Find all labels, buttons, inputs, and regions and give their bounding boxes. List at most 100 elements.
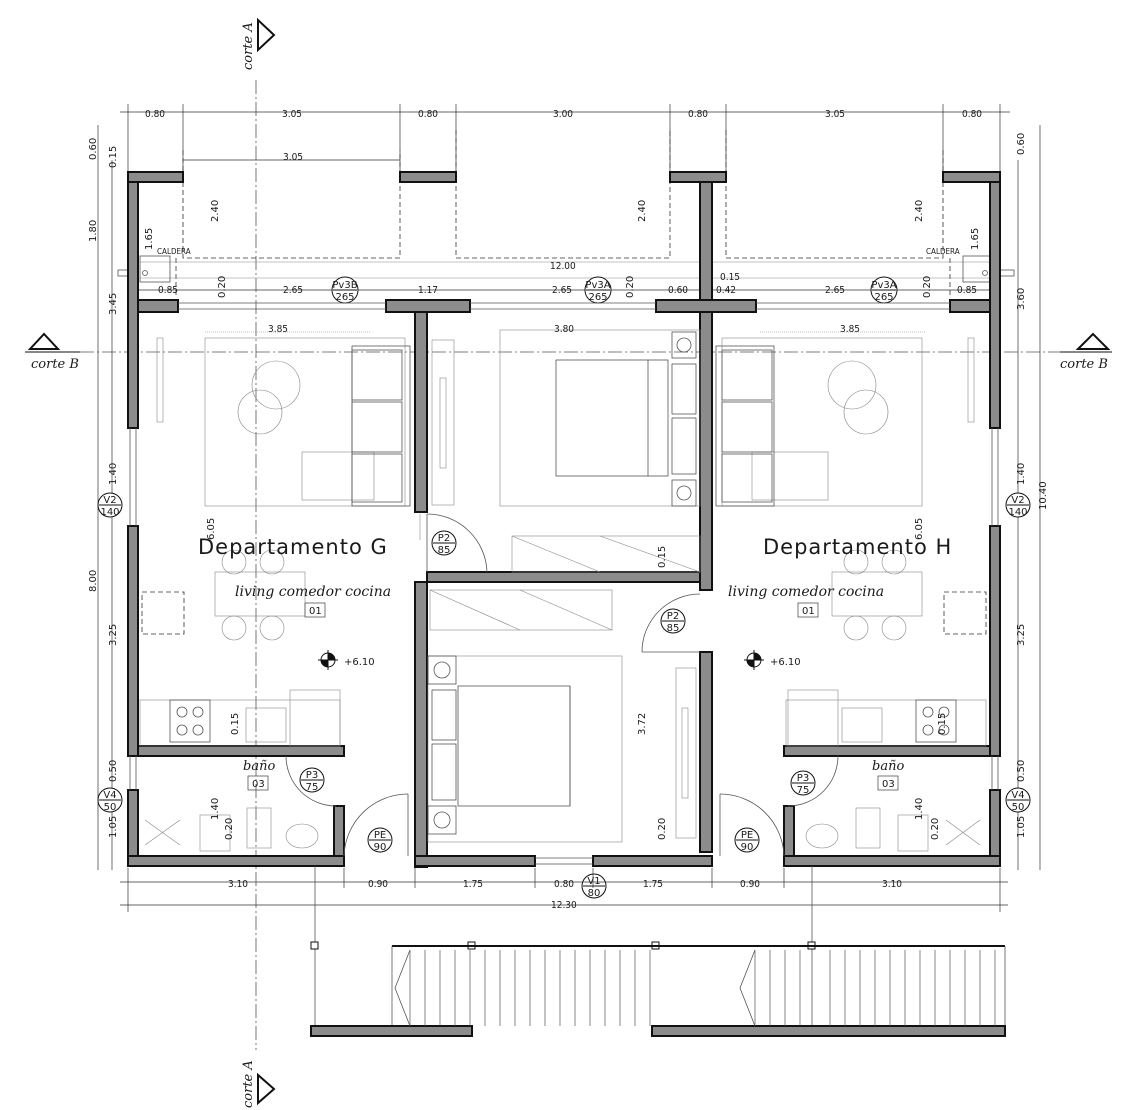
dim-label: 2.65 — [283, 285, 303, 296]
dim-label: 0.20 — [922, 276, 933, 298]
dim-label: 6.05 — [914, 518, 925, 540]
dim-label: 0.85 — [957, 285, 977, 296]
section-label: corte A — [241, 22, 256, 70]
section-marker-a-top: corte A — [241, 17, 276, 70]
dim-label: 12.30 — [551, 900, 577, 911]
furniture-living-left: 3.85 — [156, 324, 455, 540]
svg-text:90: 90 — [741, 842, 754, 853]
svg-text:50: 50 — [104, 802, 117, 813]
level-mark: +6.10 — [770, 657, 801, 668]
bath-right: 1.40 0.20 — [805, 798, 981, 852]
svg-text:140: 140 — [100, 507, 119, 518]
dim-label: 3.25 — [1016, 624, 1027, 646]
dim-label: 0.20 — [657, 818, 668, 840]
dim-label: 0.60 — [1016, 133, 1027, 155]
dimensions-row: 0.85 2.65 1.17 2.65 0.60 0.42 2.65 0.85 … — [128, 272, 1000, 298]
dim-label: 0.50 — [108, 760, 119, 782]
unit-title: Departamento G — [198, 535, 388, 559]
dim-label: 3.25 — [108, 624, 119, 646]
dim-label: 0.15 — [108, 146, 119, 168]
window-tag-pv3a-right: Pv3A 265 — [870, 276, 898, 304]
window-tag-v1: V1 80 — [581, 873, 607, 899]
dim-label: 2.40 — [914, 200, 925, 222]
section-label: corte B — [1060, 357, 1108, 372]
dim-label: 0.80 — [688, 109, 708, 120]
window-tag-v2-left: V2 140 — [97, 492, 123, 518]
unit-g-labels: Departamento G living comedor cocina 01 … — [198, 518, 391, 791]
furniture-living-right: 3.85 — [715, 324, 975, 507]
dim-label: 3.80 — [554, 324, 574, 335]
svg-text:265: 265 — [874, 292, 893, 303]
doors — [285, 513, 839, 857]
room-number: 03 — [882, 779, 895, 790]
dim-label: 10.40 — [1038, 481, 1049, 510]
dim-label: 0.42 — [716, 285, 736, 296]
dim-label: 0.80 — [145, 109, 165, 120]
window-tag-pv3b: Pv3B 265 — [331, 276, 359, 304]
svg-text:PE: PE — [741, 830, 753, 841]
dim-label: 3.45 — [108, 293, 119, 315]
dim-label: 0.50 — [1016, 760, 1027, 782]
door-tag-p3-left: P3 75 — [299, 767, 325, 793]
room-name: baño — [243, 759, 275, 774]
dim-label: 1.05 — [108, 816, 119, 838]
dim-label: 3.05 — [825, 109, 845, 120]
dim-label: 0.15 — [720, 272, 740, 283]
dim-label: 3.00 — [553, 109, 573, 120]
boiler-label: CALDERA — [157, 247, 191, 256]
svg-text:90: 90 — [374, 842, 387, 853]
dim-label: 1.65 — [970, 228, 981, 250]
boiler-label: CALDERA — [926, 247, 960, 256]
kitchen-left: 0.15 — [139, 689, 341, 747]
svg-text:Pv3B: Pv3B — [332, 280, 357, 291]
dim-label: 1.40 — [210, 798, 221, 820]
svg-text:265: 265 — [335, 292, 354, 303]
window-tag-v4-left: V4 50 — [97, 787, 123, 813]
dim-label: 0.80 — [418, 109, 438, 120]
dim-label: 0.20 — [930, 818, 941, 840]
section-label: corte A — [241, 1060, 256, 1108]
dim-label: 1.40 — [1016, 463, 1027, 485]
dim-label: 2.40 — [637, 200, 648, 222]
dim-label: 1.75 — [463, 879, 483, 890]
room-name: living comedor cocina — [728, 584, 884, 600]
svg-text:50: 50 — [1012, 802, 1025, 813]
furniture-dining-left — [141, 549, 306, 641]
svg-text:V2: V2 — [103, 495, 116, 506]
dim-label: 3.05 — [283, 152, 303, 163]
svg-text:Pv3A: Pv3A — [585, 280, 610, 291]
dim-label: 0.20 — [224, 818, 235, 840]
dim-label: 3.85 — [840, 324, 860, 335]
dim-label: 0.90 — [368, 879, 388, 890]
dim-label: 0.60 — [88, 138, 99, 160]
dimensions-top: 0.80 3.05 0.80 3.00 0.80 3.05 0.80 3.05 — [120, 104, 1010, 175]
dim-label: 3.72 — [637, 713, 648, 735]
room-number: 01 — [309, 606, 322, 617]
dim-label: 0.20 — [625, 276, 636, 298]
dim-label: 12.00 — [550, 261, 576, 272]
dimensions-bottom: 3.10 0.90 1.75 0.80 1.75 0.90 3.10 12.30 — [120, 868, 1008, 912]
dim-label: 8.00 — [88, 570, 99, 592]
door-tag-p3-right: P3 75 — [790, 770, 816, 796]
window-tag-v4-right: V4 50 — [1005, 787, 1031, 813]
dim-label: 1.80 — [88, 220, 99, 242]
dim-label: 0.60 — [668, 285, 688, 296]
section-label: corte B — [31, 357, 79, 372]
window-tag-v2-right: V2 140 — [1005, 492, 1031, 518]
section-marker-b-left: corte B — [25, 332, 80, 372]
room-number: 01 — [802, 606, 815, 617]
svg-text:P3: P3 — [306, 770, 318, 781]
bath-left: 1.40 0.20 — [144, 798, 319, 852]
svg-text:Pv3A: Pv3A — [871, 280, 896, 291]
svg-text:75: 75 — [797, 785, 810, 796]
kitchen-right: 0.15 — [785, 689, 987, 747]
svg-text:P2: P2 — [667, 611, 679, 622]
bedroom-bottom-center: 3.72 0.20 — [427, 655, 697, 843]
unit-h-labels: Departamento H living comedor cocina 01 … — [728, 518, 952, 791]
unit-title: Departamento H — [763, 535, 952, 559]
room-name: baño — [872, 759, 904, 774]
door-tag-pe-left: PE 90 — [367, 827, 393, 853]
walkway — [310, 866, 1006, 1037]
dim-label: 2.65 — [825, 285, 845, 296]
dim-label: 0.80 — [962, 109, 982, 120]
